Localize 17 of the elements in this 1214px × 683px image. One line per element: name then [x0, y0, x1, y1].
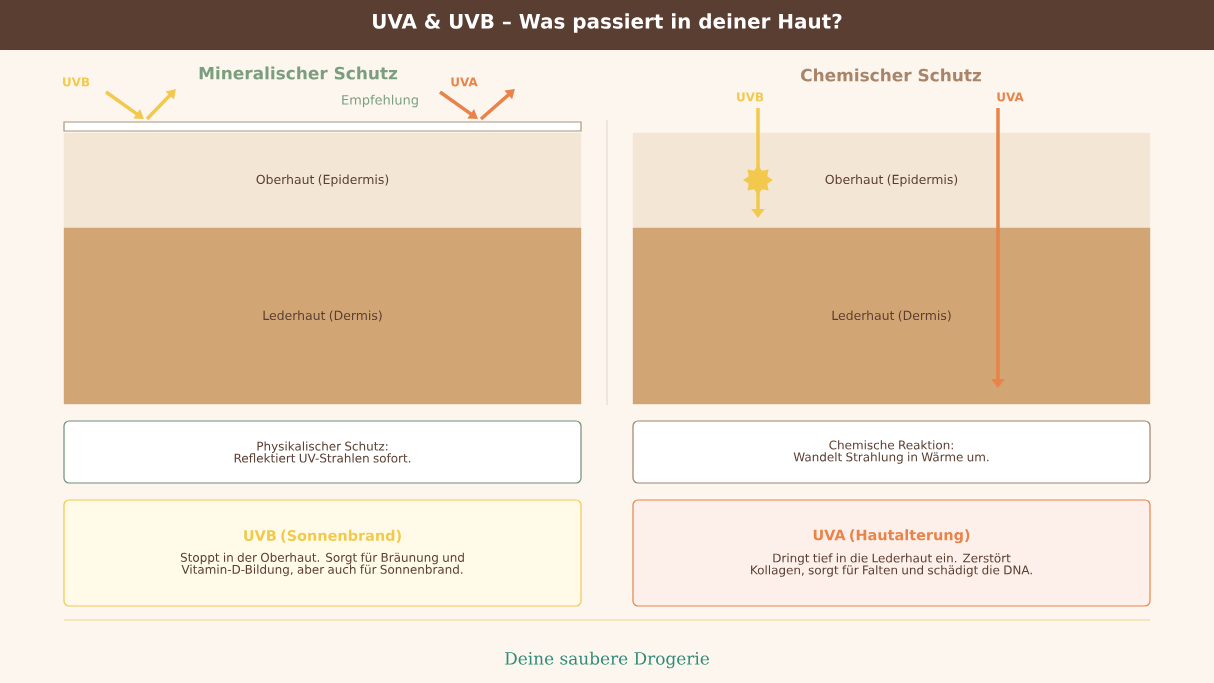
footer-slogan: Deine saubere Drogerie	[505, 651, 709, 669]
subtitle: Empfehlung	[342, 94, 418, 108]
skin-layer: Lederhaut (Dermis)	[632, 227, 1151, 405]
skin-layer: Oberhaut (Epidermis)	[63, 132, 582, 229]
section-heading: Chemischer Schutz	[801, 68, 981, 82]
ray-label: UVA	[451, 77, 478, 87]
info-box: Chemische Reaktion: Wandelt Strahlung in Wärme um.	[632, 420, 1151, 484]
header-bar: UVA & UVB – Was passiert in deiner Haut?	[0, 0, 1214, 50]
section-heading: Mineralischer Schutz	[199, 66, 398, 80]
ray-label: UVA	[997, 92, 1024, 102]
ray-label: UVB	[737, 92, 764, 102]
skin-layer: Lederhaut (Dermis)	[63, 227, 582, 405]
ray-label: UVB	[63, 77, 90, 87]
info-card: UVA (Hautalterung) Dringt tief in die Lederhaut ein. Zerstört Kollagen, sorgt für Falten und schädigt die DNA.	[632, 499, 1151, 607]
info-box: Physikalischer Schutz: Reflektiert UV-Strahlen sofort.	[63, 420, 582, 484]
skin-layer: Oberhaut (Epidermis)	[632, 132, 1151, 229]
info-card: UVB (Sonnenbrand) Stoppt in der Oberhaut. Sorgt für Bräunung und Vitamin-D-Bildung, aber auch für Sonnenbrand.	[63, 499, 582, 607]
